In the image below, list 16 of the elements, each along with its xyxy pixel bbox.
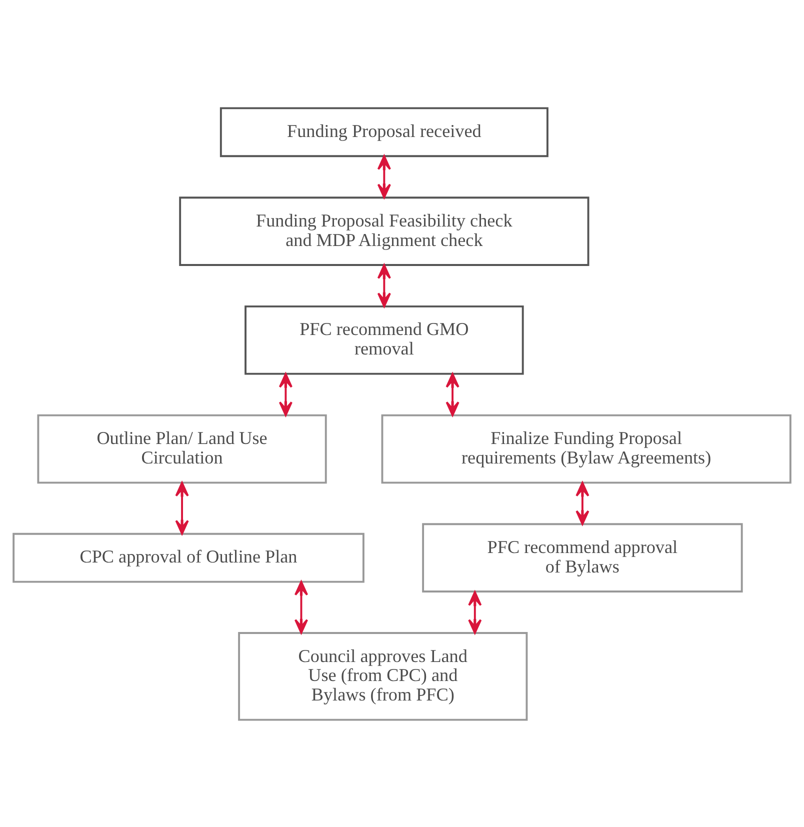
node-box: PFC recommend GMO removal xyxy=(244,304,524,374)
arrow xyxy=(175,481,189,534)
arrow xyxy=(576,481,590,524)
node-box: Outline Plan/ Land Use Circulation xyxy=(37,414,327,484)
arrow xyxy=(377,154,391,198)
node-box: Finalize Funding Proposal requirements (Bylaw Agreements) xyxy=(381,414,792,484)
arrow xyxy=(278,372,292,416)
arrow xyxy=(446,372,460,416)
node-box: Funding Proposal Feasibility check and MDP Alignment check xyxy=(179,196,590,266)
node-box: Council approves Land Use (from CPC) and Bylaws (from PFC) xyxy=(238,632,528,720)
arrow xyxy=(468,590,482,634)
node-box: CPC approval of Outline Plan xyxy=(12,532,364,582)
node-box: PFC recommend approval of Bylaws xyxy=(422,522,743,592)
node-box: Funding Proposal received xyxy=(220,106,548,157)
arrow xyxy=(294,580,308,634)
arrow xyxy=(377,264,391,307)
